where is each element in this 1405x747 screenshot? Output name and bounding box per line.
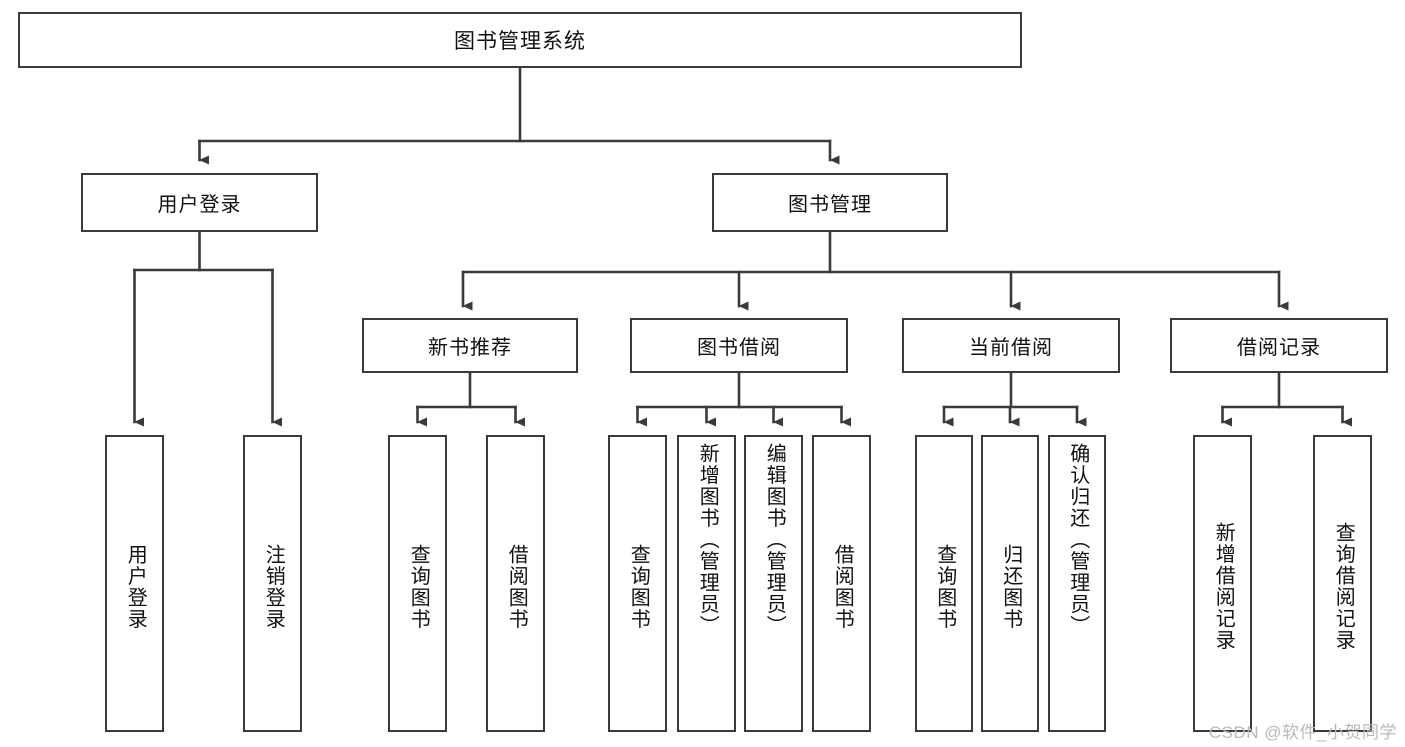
node-root-label: 图书管理系统	[454, 30, 586, 53]
node-leaf-borrow-book-2-label: 借阅图书	[831, 543, 854, 630]
node-leaf-borrow-book-2[interactable]: 借阅图书	[812, 435, 871, 732]
node-leaf-confirm-return[interactable]: 确认归还（管理员）	[1048, 435, 1106, 732]
node-leaf-query-record[interactable]: 查询借阅记录	[1313, 435, 1372, 732]
node-leaf-borrow-book-1-label: 借阅图书	[505, 543, 528, 630]
node-leaf-query-book-3[interactable]: 查询图书	[915, 435, 973, 732]
node-leaf-user-logout[interactable]: 注销登录	[243, 435, 302, 732]
node-borrow-record[interactable]: 借阅记录	[1170, 318, 1388, 373]
node-leaf-query-book-2[interactable]: 查询图书	[608, 435, 667, 732]
node-leaf-add-record[interactable]: 新增借阅记录	[1193, 435, 1252, 732]
node-leaf-return-book[interactable]: 归还图书	[981, 435, 1039, 732]
node-user-login-label: 用户登录	[157, 194, 242, 216]
node-leaf-query-book-1[interactable]: 查询图书	[388, 435, 447, 732]
node-leaf-borrow-book-1[interactable]: 借阅图书	[486, 435, 545, 732]
node-user-login[interactable]: 用户登录	[81, 173, 318, 232]
node-leaf-user-logout-label: 注销登录	[262, 543, 285, 630]
node-new-book-rec-label: 新书推荐	[428, 337, 512, 359]
node-leaf-add-book-label: 新增图书（管理员）	[696, 443, 719, 637]
node-leaf-edit-book-label: 编辑图书（管理员）	[763, 443, 786, 637]
node-current-borrow[interactable]: 当前借阅	[902, 318, 1120, 373]
node-leaf-add-book[interactable]: 新增图书（管理员）	[677, 435, 736, 732]
node-leaf-user-login-label: 用户登录	[124, 543, 147, 630]
node-leaf-query-book-1-label: 查询图书	[407, 543, 430, 630]
node-root[interactable]: 图书管理系统	[18, 12, 1022, 68]
node-book-borrow-label: 图书借阅	[697, 337, 781, 359]
node-book-manage[interactable]: 图书管理	[712, 173, 948, 232]
node-new-book-rec[interactable]: 新书推荐	[362, 318, 578, 373]
node-leaf-confirm-return-label: 确认归还（管理员）	[1066, 443, 1089, 637]
node-borrow-record-label: 借阅记录	[1237, 337, 1321, 359]
node-leaf-add-record-label: 新增借阅记录	[1212, 522, 1235, 651]
node-leaf-return-book-label: 归还图书	[999, 543, 1022, 630]
node-book-borrow[interactable]: 图书借阅	[630, 318, 848, 373]
node-book-manage-label: 图书管理	[788, 194, 872, 216]
node-leaf-query-record-label: 查询借阅记录	[1332, 522, 1355, 651]
node-leaf-edit-book[interactable]: 编辑图书（管理员）	[744, 435, 803, 732]
node-leaf-user-login[interactable]: 用户登录	[105, 435, 164, 732]
node-leaf-query-book-3-label: 查询图书	[933, 543, 956, 630]
node-leaf-query-book-2-label: 查询图书	[627, 543, 650, 630]
node-current-borrow-label: 当前借阅	[969, 337, 1053, 359]
